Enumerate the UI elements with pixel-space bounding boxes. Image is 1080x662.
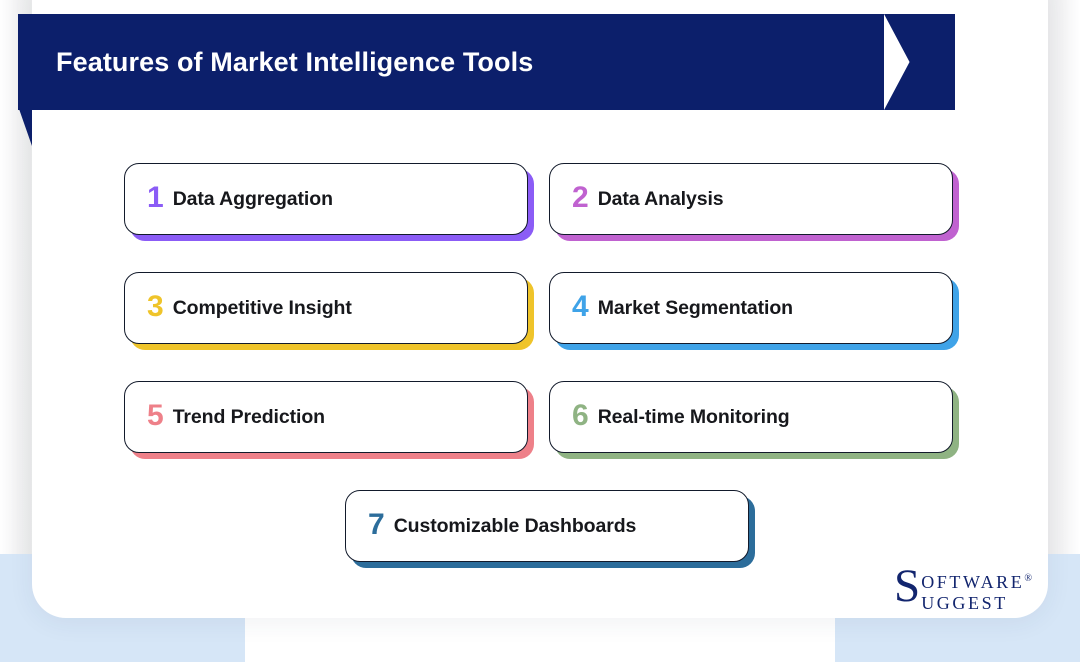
logo-line-suggest: UGGEST [921, 592, 1008, 613]
feature-number-2: 2 [572, 181, 589, 214]
feature-label-5: Trend Prediction [172, 405, 325, 428]
page-title: Features of Market Intelligence Tools [56, 46, 534, 77]
softwaresuggest-logo: S OFTWARE® UGGEST [894, 559, 1032, 614]
feature-number-6: 6 [572, 399, 589, 432]
ribbon-fold [18, 106, 32, 146]
feature-card-6[interactable]: 6 Real-time Monitoring [549, 381, 953, 453]
feature-label-6: Real-time Monitoring [597, 405, 790, 428]
feature-label-2: Data Analysis [597, 187, 724, 210]
feature-card-4[interactable]: 4 Market Segmentation [549, 272, 953, 344]
feature-card-5[interactable]: 5 Trend Prediction [124, 381, 528, 453]
feature-card-2[interactable]: 2 Data Analysis [549, 163, 953, 235]
logo-row: S OFTWARE® UGGEST [894, 559, 1032, 614]
feature-card-3[interactable]: 3 Competitive Insight [124, 272, 528, 344]
feature-card-1[interactable]: 1 Data Aggregation [124, 163, 528, 235]
feature-number-7: 7 [368, 508, 385, 541]
feature-number-3: 3 [147, 290, 164, 323]
feature-label-3: Competitive Insight [172, 296, 352, 319]
feature-number-5: 5 [147, 399, 164, 432]
feature-label-1: Data Aggregation [172, 187, 333, 210]
logo-line-software-text: OFTWARE [921, 571, 1025, 592]
title-ribbon: Features of Market Intelligence Tools [18, 14, 958, 146]
ribbon-body [18, 14, 884, 110]
feature-label-7: Customizable Dashboards [393, 514, 637, 537]
logo-line-software: OFTWARE® [921, 572, 1032, 593]
feature-number-1: 1 [147, 181, 164, 214]
logo-initial: S [894, 559, 921, 612]
feature-number-4: 4 [572, 290, 589, 323]
registered-mark-icon: ® [1024, 572, 1032, 584]
feature-card-7[interactable]: 7 Customizable Dashboards [345, 490, 749, 562]
feature-label-4: Market Segmentation [597, 296, 793, 319]
logo-wordmark: OFTWARE® UGGEST [921, 567, 1032, 614]
